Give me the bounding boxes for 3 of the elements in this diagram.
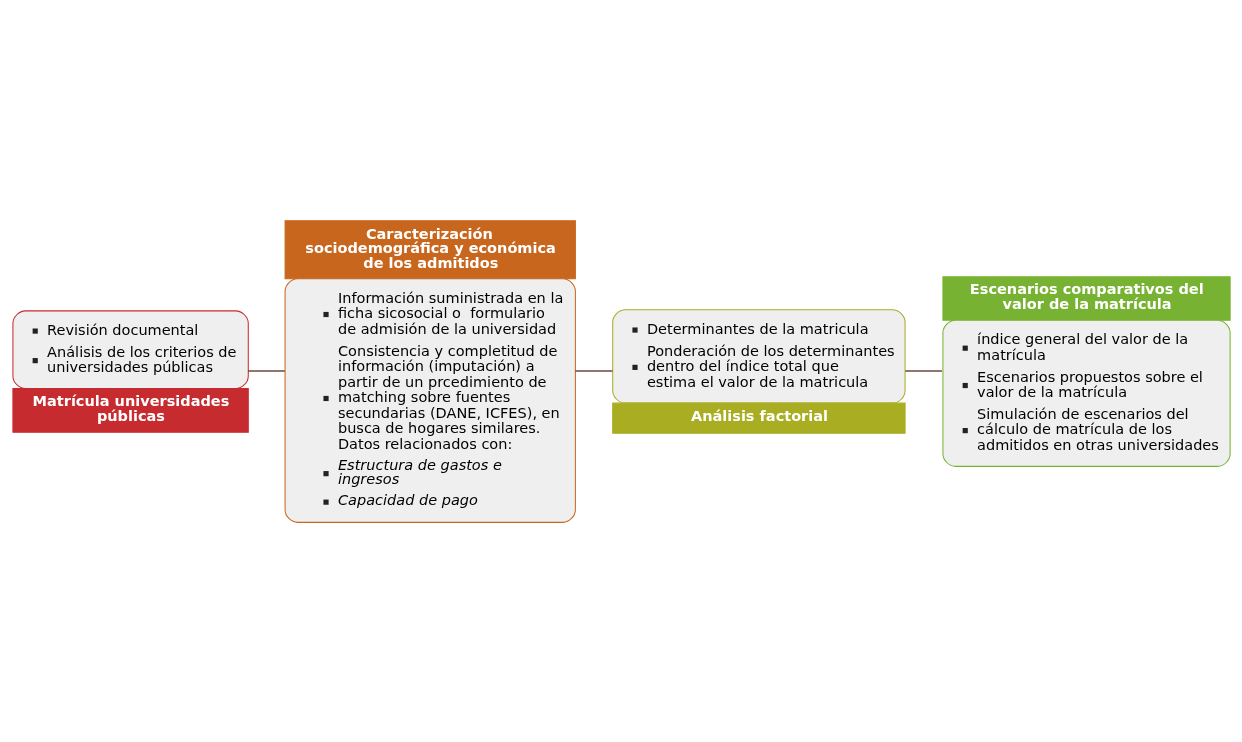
connector	[574, 370, 614, 372]
connector	[247, 370, 286, 372]
connector	[904, 370, 943, 372]
